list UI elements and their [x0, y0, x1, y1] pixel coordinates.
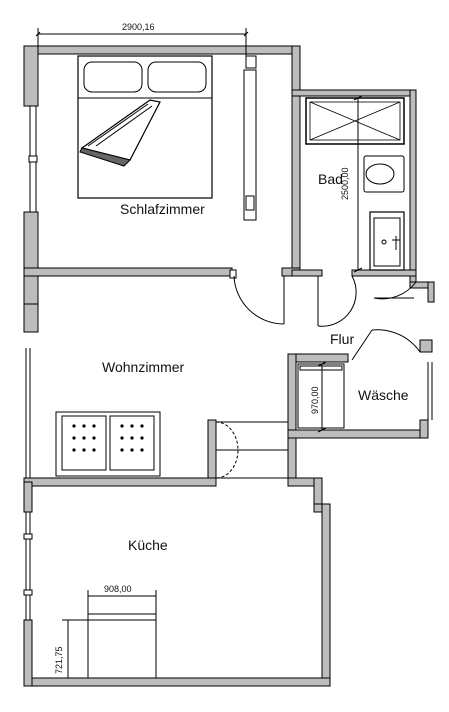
wall-left-mid [23, 211, 39, 305]
wall-top [23, 45, 301, 55]
dimension-label-kitchen-depth: 721,75 [54, 646, 64, 674]
room-label-wohnzimmer: Wohnzimmer [102, 359, 185, 375]
wall-bath-right [409, 89, 417, 287]
bathroom-fixtures [305, 97, 405, 271]
wall-laundry-bottom [287, 429, 429, 439]
room-label-flur: Flur [330, 331, 354, 347]
walls [23, 45, 435, 687]
wall-living-bottom [23, 477, 217, 487]
wall-bath-bottom-right [351, 269, 417, 277]
wall-living-partition [207, 419, 217, 483]
wall-bath-top [291, 89, 417, 97]
wall-bedroom-right [291, 45, 301, 277]
sofa [55, 411, 161, 477]
door-entry-swing [373, 281, 417, 300]
doors [215, 269, 421, 479]
room-label-waesche: Wäsche [358, 387, 409, 403]
wall-kitchen-right [321, 503, 331, 687]
wardrobe [243, 55, 257, 221]
windows [23, 106, 433, 620]
wall-laundry-left [287, 353, 297, 483]
wall-laundry-top [287, 353, 349, 363]
wall-living-left-top [23, 303, 39, 333]
wall-kitchen-bottom [23, 677, 331, 687]
wall-bedroom-bottom [23, 267, 233, 277]
wall-laundry-corner [419, 339, 433, 353]
door-bath-swing [317, 275, 357, 327]
dimension-label-bath-height: 2500,00 [340, 167, 350, 200]
door-laundry-leaf [351, 329, 373, 361]
dimension-label-laundry-height: 970,00 [310, 386, 320, 414]
bed [77, 55, 213, 199]
pillow-left [83, 61, 143, 93]
door-laundry-swing [371, 329, 421, 353]
room-label-schlafzimmer: Schlafzimmer [120, 201, 205, 217]
wall-bath-bottom-left [291, 269, 323, 277]
wall-kitchen-left-bottom [23, 619, 33, 687]
wall-kitchen-left-top [23, 481, 33, 513]
dimension-label-kitchen-width: 908,00 [104, 584, 132, 594]
room-label-kueche: Küche [128, 537, 168, 553]
wall-laundry-right-stub [419, 419, 429, 439]
dimension-lines [35, 28, 363, 679]
wall-bath-right-stub [427, 281, 435, 303]
dimension-label-top-width: 2900,16 [122, 22, 155, 32]
kitchen-unit [87, 613, 157, 679]
wall-left-upper [23, 45, 39, 107]
laundry-machine [297, 363, 345, 429]
pillow-right [147, 61, 207, 93]
room-label-bad: Bad [318, 171, 343, 187]
door-bedroom-swing [233, 275, 285, 325]
toilet-bowl [365, 163, 395, 185]
